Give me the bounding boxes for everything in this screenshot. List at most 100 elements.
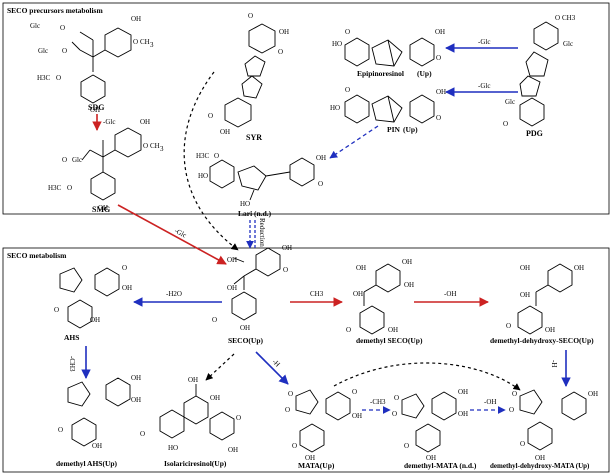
label-h2o: -H2O <box>166 290 182 298</box>
svg-text:O: O <box>346 326 351 334</box>
svg-text:O: O <box>278 48 283 56</box>
svg-text:OH: OH <box>210 394 220 402</box>
precursors-section-frame <box>2 2 610 215</box>
pin-note: (Up) <box>403 125 418 134</box>
svg-text:O: O <box>292 442 297 450</box>
lari-label: Lari (n.d.) <box>238 209 272 218</box>
svg-text:O: O <box>436 114 441 122</box>
svg-text:OH: OH <box>122 284 132 292</box>
svg-text:O: O <box>62 47 67 55</box>
label-ch3-mata: -CH3 <box>370 398 386 406</box>
svg-text:HO: HO <box>198 172 208 180</box>
svg-text:OH: OH <box>402 258 412 266</box>
smg-label: SMG <box>92 205 110 214</box>
svg-text:H3C: H3C <box>48 184 62 192</box>
dehydroxy-mata-structure: OO OH OOH <box>509 389 598 462</box>
pin-label: PIN <box>387 125 401 134</box>
svg-text:OH: OH <box>98 204 108 212</box>
svg-text:O: O <box>58 426 63 434</box>
svg-text:OH: OH <box>352 412 362 420</box>
svg-text:O: O <box>248 12 253 20</box>
svg-text:OH: OH <box>282 244 292 252</box>
svg-text:O: O <box>122 264 127 272</box>
svg-text:OH: OH <box>90 316 100 324</box>
label-oh-1: -OH <box>444 290 456 298</box>
mata-structure: OO OOH OOH <box>285 388 362 462</box>
svg-text:OH: OH <box>535 454 545 462</box>
svg-text:Glc: Glc <box>38 47 48 55</box>
demethyl-ahs-label: demethyl AHS(Up) <box>56 459 118 468</box>
svg-text:Glc: Glc <box>505 98 515 106</box>
svg-text:OH: OH <box>588 390 598 398</box>
svg-text:HO: HO <box>240 200 250 208</box>
svg-text:CH3: CH3 <box>562 14 576 22</box>
svg-text:OH: OH <box>92 442 102 450</box>
svg-text:OH: OH <box>458 388 468 396</box>
svg-text:HO: HO <box>168 444 178 452</box>
svg-text:OH: OH <box>131 374 141 382</box>
svg-text:O: O <box>512 390 517 398</box>
demethyl-mata-label: demethyl-MATA (n.d.) <box>404 461 477 470</box>
svg-text:OH: OH <box>90 106 100 114</box>
label-reduction: Reduction <box>258 218 266 247</box>
syr-label: SYR <box>246 133 262 142</box>
svg-text:O: O <box>212 316 217 324</box>
svg-text:O: O <box>54 306 59 314</box>
svg-text:OH: OH <box>140 118 150 126</box>
label-pdg-pin: -Glc <box>478 82 490 90</box>
svg-text:HO: HO <box>332 40 342 48</box>
svg-text:OH: OH <box>227 284 237 292</box>
svg-text:O: O <box>509 406 514 414</box>
svg-text:CH: CH <box>150 142 160 150</box>
svg-text:O: O <box>394 394 399 402</box>
svg-text:OH: OH <box>228 446 238 454</box>
epipinoresinol-label: Epipinoresinol <box>357 69 404 78</box>
metabolism-section-frame <box>2 247 610 473</box>
isolariciresinol-structure: OH OH O O HO OH <box>140 376 241 454</box>
label-ch3-seco: CH3 <box>310 290 324 298</box>
ahs-structure: O OH O OH <box>54 264 132 329</box>
svg-text:OH: OH <box>520 264 530 272</box>
arrow-seco-isolariciresinol <box>205 353 235 381</box>
svg-text:O: O <box>67 184 72 192</box>
svg-text:OH: OH <box>305 454 315 462</box>
svg-text:OH: OH <box>188 376 198 384</box>
mata-label: MATA(Up) <box>298 461 335 470</box>
label-h-down: -H <box>550 360 558 367</box>
svg-text:OH: OH <box>545 326 555 334</box>
svg-text:O: O <box>62 156 67 164</box>
svg-text:OH: OH <box>316 154 326 162</box>
svg-text:O: O <box>140 430 145 438</box>
svg-text:O: O <box>236 414 241 422</box>
svg-text:O: O <box>436 54 441 62</box>
svg-text:O: O <box>318 180 323 188</box>
svg-text:OH: OH <box>279 28 289 36</box>
pin-structure: OHO OHO <box>330 86 446 124</box>
svg-text:O: O <box>285 406 290 414</box>
arrow-mata-dehydroxy-curve <box>333 362 521 391</box>
svg-text:H3C: H3C <box>37 74 51 82</box>
demethyl-seco-label: demethyl SECO(Up) <box>356 336 423 345</box>
pdg-label: PDG <box>526 129 543 138</box>
isolariciresinol-label: Isolariciresinol(Up) <box>164 459 227 468</box>
svg-text:OH: OH <box>436 88 446 96</box>
sdg-label: SDG <box>88 103 104 112</box>
label-pdg-epi: -Glc <box>478 38 490 46</box>
svg-text:O: O <box>520 440 525 448</box>
dehydroxy-mata-label: demethyl-dehydroxy-MATA (Up) <box>490 462 590 470</box>
svg-text:O: O <box>392 410 397 418</box>
svg-text:OH: OH <box>520 291 530 299</box>
svg-text:OH: OH <box>426 454 436 462</box>
svg-text:O: O <box>503 120 508 128</box>
demethyl-dehydroxy-seco-label: demethyl-dehydroxy-SECO(Up) <box>490 336 594 345</box>
svg-text:Glc: Glc <box>72 156 82 164</box>
arrow-pin-lari <box>329 125 379 159</box>
svg-text:OH: OH <box>220 128 230 136</box>
svg-text:OH: OH <box>356 264 366 272</box>
